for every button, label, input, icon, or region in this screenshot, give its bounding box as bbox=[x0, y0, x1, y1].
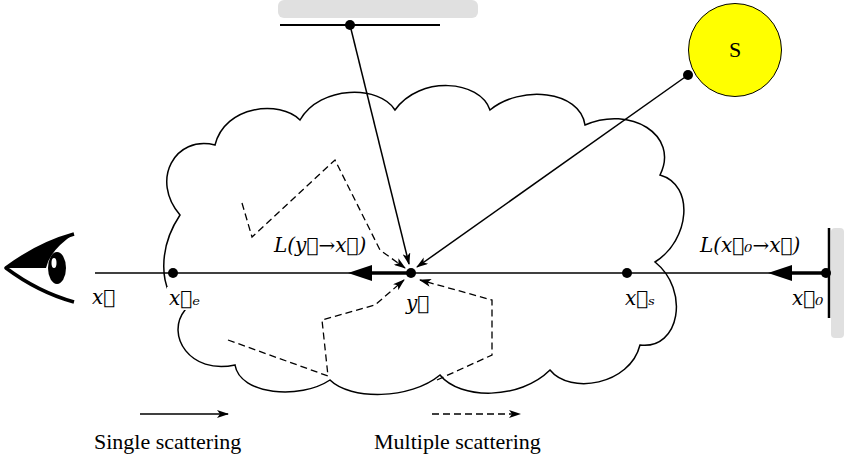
radiance-arrowhead bbox=[768, 265, 792, 281]
multiple-scatter-path bbox=[228, 280, 404, 376]
single-scatter-ray bbox=[350, 25, 409, 264]
view-ray bbox=[95, 272, 826, 274]
point-label: x⃗ₑ bbox=[167, 287, 202, 310]
sun-label: S bbox=[729, 37, 741, 63]
legend-solid-sample bbox=[140, 413, 228, 415]
wall-panel bbox=[831, 228, 844, 338]
ceiling-panel bbox=[278, 0, 478, 18]
radiance-label: L(x⃗₀→x⃗) bbox=[698, 234, 802, 257]
ray-point bbox=[168, 268, 178, 278]
wall-surface bbox=[828, 228, 831, 318]
single-scatter-ray bbox=[417, 75, 688, 267]
radiance-arrow bbox=[368, 271, 411, 275]
multiple-scatter-path bbox=[242, 160, 405, 268]
point-label: x⃗ₛ bbox=[623, 287, 657, 310]
point-label: x⃗₀ bbox=[790, 287, 825, 310]
legend-text: Multiple scattering bbox=[372, 429, 543, 454]
radiance-label: L(y⃗→x⃗) bbox=[272, 234, 368, 257]
point-label: x⃗ bbox=[90, 286, 117, 309]
radiance-arrowhead bbox=[348, 265, 372, 281]
sun-circle: S bbox=[688, 3, 782, 97]
ray-point bbox=[622, 268, 632, 278]
legend-text: Single scattering bbox=[92, 429, 243, 454]
area-light bbox=[280, 24, 440, 26]
point-label: y⃗ bbox=[404, 292, 431, 315]
medium-cloud bbox=[164, 86, 684, 395]
legend-dashed-sample bbox=[432, 413, 520, 414]
eye-lids bbox=[6, 234, 74, 302]
eye-highlight bbox=[52, 258, 57, 268]
eye-iris bbox=[48, 252, 66, 284]
ray-point bbox=[406, 268, 416, 278]
